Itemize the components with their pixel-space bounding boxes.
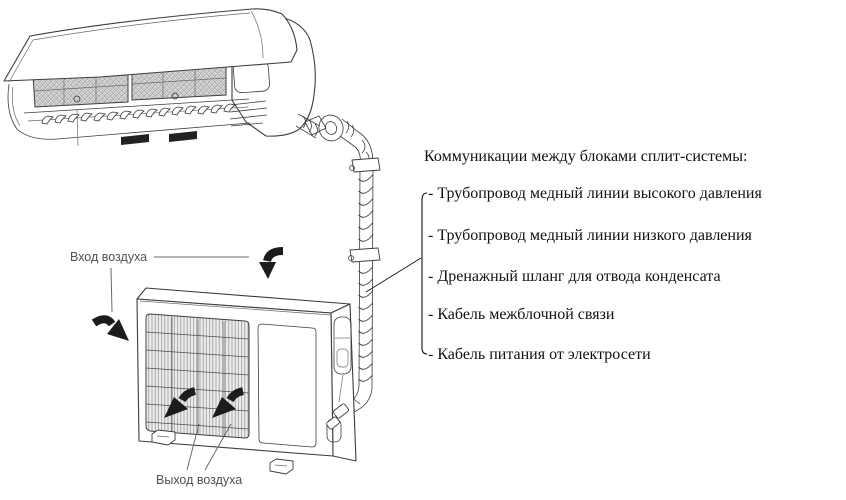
indoor-unit — [3, 8, 327, 147]
communications-item-5: - Кабель питания от электросети — [428, 346, 651, 363]
pipe-clamp — [348, 157, 381, 263]
air-inlet-label: Вход воздуха — [70, 250, 147, 264]
air-inlet-leader-line-side — [110, 267, 113, 313]
outdoor-unit-front-panel — [257, 323, 317, 448]
air-outlet-annotation: Выход воздуха — [156, 387, 245, 487]
bracket-to-pipe-connector — [365, 257, 422, 293]
air-outlet-arrow-right — [212, 387, 245, 418]
outdoor-unit-fittings — [326, 403, 349, 443]
outdoor-unit-grille — [145, 313, 250, 439]
indoor-unit-mount-tab — [304, 115, 327, 136]
indoor-unit-bottom-vent — [121, 134, 149, 145]
communications-bracket — [421, 192, 428, 355]
indoor-unit-side-vents — [229, 100, 268, 127]
communications-item-2: - Трубопровод медный линии низкого давле… — [428, 227, 753, 244]
indoor-unit-louvers — [41, 103, 236, 125]
outdoor-unit-foot-left — [151, 429, 176, 446]
air-inlet-arrow-side — [91, 315, 129, 341]
indoor-unit-bottom-vent — [169, 131, 197, 142]
indoor-unit-lid — [3, 8, 298, 83]
air-outlet-leader-lines — [186, 423, 232, 471]
communications-item-4: - Кабель межблочной связи — [428, 306, 615, 323]
outdoor-unit-valve-cover — [333, 316, 352, 403]
outdoor-unit — [136, 287, 357, 475]
air-outlet-label: Выход воздуха — [156, 473, 242, 487]
pipe-vertical-run — [358, 165, 374, 389]
air-inlet-arrow-top — [259, 247, 284, 279]
outdoor-unit-side — [330, 303, 357, 462]
pipe-ring — [318, 114, 344, 142]
outdoor-unit-foot-right — [269, 458, 294, 475]
communications-annotation: Коммуникации между блоками сплит-системы… — [365, 148, 762, 363]
air-inlet-annotation: Вход воздуха — [70, 247, 284, 341]
pipe-bundle — [295, 113, 381, 416]
pipe-ring-inner — [324, 121, 338, 135]
communications-item-1: - Трубопровод медный линии высокого давл… — [428, 185, 762, 202]
pipe-stub — [295, 113, 321, 139]
communications-title: Коммуникации между блоками сплит-системы… — [424, 148, 747, 165]
communications-item-3: - Дренажный шланг для отвода конденсата — [428, 268, 721, 285]
air-outlet-arrow-left — [164, 387, 197, 418]
